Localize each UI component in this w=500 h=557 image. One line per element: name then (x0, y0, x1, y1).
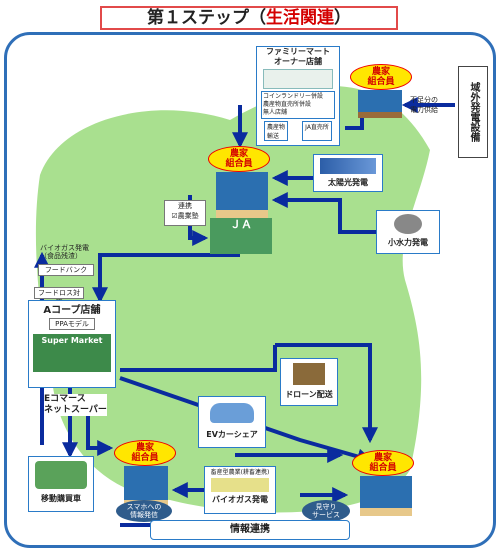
biogas-title: 畜産型農業(耕畜連携) (210, 469, 270, 476)
hydro-power: 小水力発電 (376, 210, 440, 254)
outer-frame (4, 32, 496, 548)
title-highlight: 生活関連 (266, 8, 334, 28)
transport-tag: 農産物 輸送 (264, 121, 289, 141)
farmer-badge-bottomleft: 農家 組合員 (114, 440, 176, 466)
farmer-label: 農家 組合員 (369, 453, 397, 473)
farmer-badge-center: 農家 組合員 (208, 146, 270, 172)
family-mart-store: ファミリーマート オーナー店舗 コインランドリー併設 農産物直売所併設 無人店舗… (256, 46, 340, 146)
family-mart-title: ファミリーマート オーナー店舗 (266, 47, 330, 66)
solar-label: 太陽光発電 (328, 178, 368, 187)
farmer-label: 農家 組合員 (225, 149, 253, 169)
biogas-food-waste: バイオガス発電 （食品残渣） (40, 244, 89, 260)
farmhouse-icon (358, 90, 402, 118)
ja-label: ＪＡ (230, 218, 252, 231)
ja-shop-tag: JA直売所 (302, 121, 332, 141)
ecommerce-label: Eコマース ネットスーパー (44, 394, 107, 416)
supermarket-icon: Super Market (33, 334, 111, 372)
info-link: 情報連携 (150, 520, 350, 540)
page-title: 第１ステップ（生活関連） (100, 6, 398, 30)
farmer-badge-topright: 農家 組合員 (350, 64, 412, 90)
title-tail: ） (334, 8, 351, 28)
biogas-livestock: 畜産型農業(耕畜連携) バイオガス発電 (204, 466, 276, 514)
a-coop-store: Aコープ店舗 PPAモデル Super Market (28, 300, 116, 388)
drone-icon (293, 363, 325, 385)
truck-icon (35, 461, 87, 489)
store-building-icon (263, 69, 333, 89)
farm-icon (211, 478, 269, 492)
title-text: 第１ステップ（ (147, 8, 266, 28)
farmer-badge-bottomright: 農家 組合員 (352, 450, 414, 476)
ja-building: ＪＡ (210, 218, 272, 254)
supermarket-sign: Super Market (41, 336, 103, 345)
family-mart-features: コインランドリー併設 農産物直売所併設 無人店舗 (261, 91, 335, 119)
drone-delivery: ドローン配送 (280, 358, 338, 406)
ev-carshare: EVカーシェア (198, 396, 266, 448)
biogas-label: バイオガス発電 (212, 495, 268, 504)
ev-label: EVカーシェア (206, 430, 258, 439)
external-power: 域外発電設備 (458, 66, 488, 158)
turbine-icon (394, 214, 422, 234)
mobile-shop: 移動購買車 (28, 456, 94, 512)
farmhouse-icon (360, 476, 412, 516)
feature-line: 農産物直売所併設 (263, 101, 312, 108)
feature-line: コインランドリー併設 (263, 93, 324, 100)
feature-line: 無人店舗 (263, 109, 288, 116)
solar-power: 太陽光発電 (313, 154, 383, 192)
ev-car-icon (210, 403, 254, 423)
info-send-bubble: スマホへの 情報発信 (116, 500, 172, 522)
power-supply-note: 不足分の 電力供給 (410, 96, 438, 114)
food-loss: フードロス対策 (34, 287, 84, 307)
mobile-shop-label: 移動購買車 (41, 494, 81, 503)
renkei-box: 連携 ☑農業塾 (164, 200, 206, 226)
solar-panel-icon (320, 158, 376, 174)
ppa-model: PPAモデル (49, 318, 95, 330)
hydro-label: 小水力発電 (388, 238, 428, 247)
drone-label: ドローン配送 (285, 390, 333, 399)
farmer-label: 農家 組合員 (131, 443, 159, 463)
farmhouse-icon (216, 172, 268, 220)
farmer-label: 農家 組合員 (367, 67, 395, 87)
watch-service-bubble: 見守り サービス (302, 500, 350, 522)
food-bank: フードバンク (38, 264, 94, 276)
coop-title: Aコープ店舗 (43, 305, 101, 316)
